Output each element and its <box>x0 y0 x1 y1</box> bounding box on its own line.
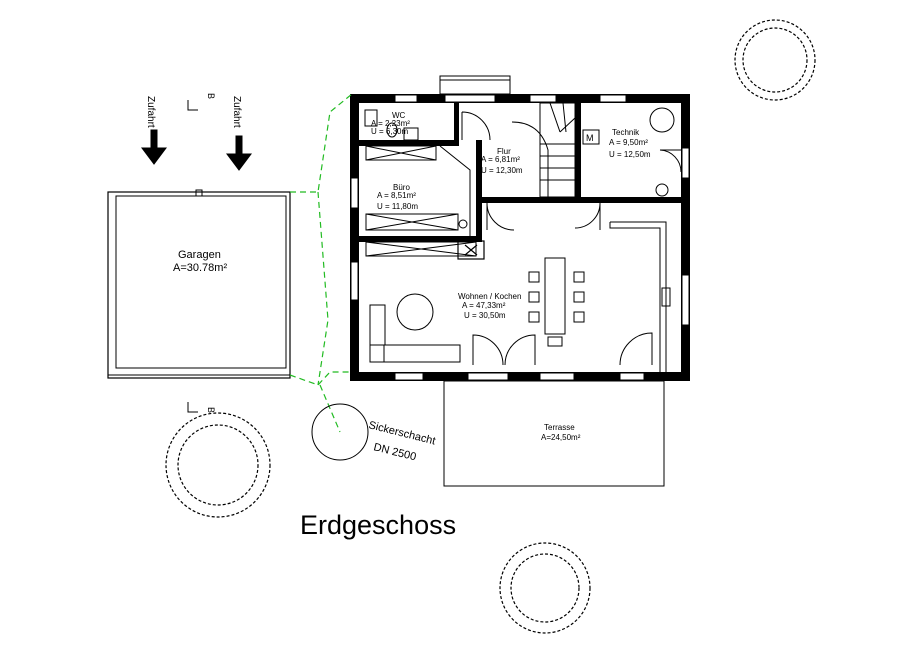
technik-fixtures <box>582 107 675 197</box>
wc-fixtures <box>364 109 419 141</box>
chimney <box>439 75 511 95</box>
wc-name: WC <box>392 111 406 120</box>
access-arrows <box>141 129 252 171</box>
technik-area: A = 9,50m² <box>609 138 648 147</box>
interior-walls <box>359 103 681 242</box>
technik-name: Technik <box>612 128 640 137</box>
garage-area: A=30.78m² <box>173 262 227 274</box>
tree-icon <box>499 542 591 634</box>
living-furniture <box>369 221 671 372</box>
buero-perimeter: U = 11,80m <box>377 202 418 211</box>
seepage-pit <box>311 403 369 461</box>
wohnen-area: A = 47,33m² <box>462 301 506 310</box>
section-markers <box>187 100 198 413</box>
seepage-label-2: DN 2500 <box>372 441 417 463</box>
access-label-1: Zufahrt <box>145 96 156 128</box>
flur-area: A = 6,81m² <box>481 155 520 164</box>
garage <box>107 189 291 379</box>
wohnen-perimeter: U = 30,50m <box>464 311 506 320</box>
drain-lines <box>289 93 353 433</box>
terrace-name: Terrasse <box>544 423 575 432</box>
technik-symbol: M <box>586 133 594 143</box>
section-label-bottom: B <box>206 407 216 413</box>
flue-box <box>457 240 485 260</box>
buero-area: A = 8,51m² <box>377 191 416 200</box>
outer-walls <box>350 94 690 381</box>
doors <box>439 111 682 366</box>
windows <box>350 94 690 381</box>
terrace-area: A=24,50m² <box>541 433 581 442</box>
access-label-2: Zufahrt <box>231 96 242 128</box>
wc-perimeter: U = 6,30m <box>371 127 408 136</box>
staircase <box>511 102 576 198</box>
tree-icon <box>734 19 816 101</box>
wohnen-name: Wohnen / Kochen <box>458 292 521 301</box>
tree-icon <box>165 412 271 518</box>
technik-perimeter: U = 12,50m <box>609 150 651 159</box>
buero-name: Büro <box>393 183 410 192</box>
terrace <box>443 380 665 487</box>
flur-name: Flur <box>497 147 511 156</box>
floor-title: Erdgeschoss <box>300 510 457 540</box>
section-label-top: B <box>206 93 216 99</box>
garage-name: Garagen <box>178 249 221 261</box>
flur-perimeter: U = 12,30m <box>481 166 523 175</box>
wc-area: A = 2,23m² <box>371 119 410 128</box>
